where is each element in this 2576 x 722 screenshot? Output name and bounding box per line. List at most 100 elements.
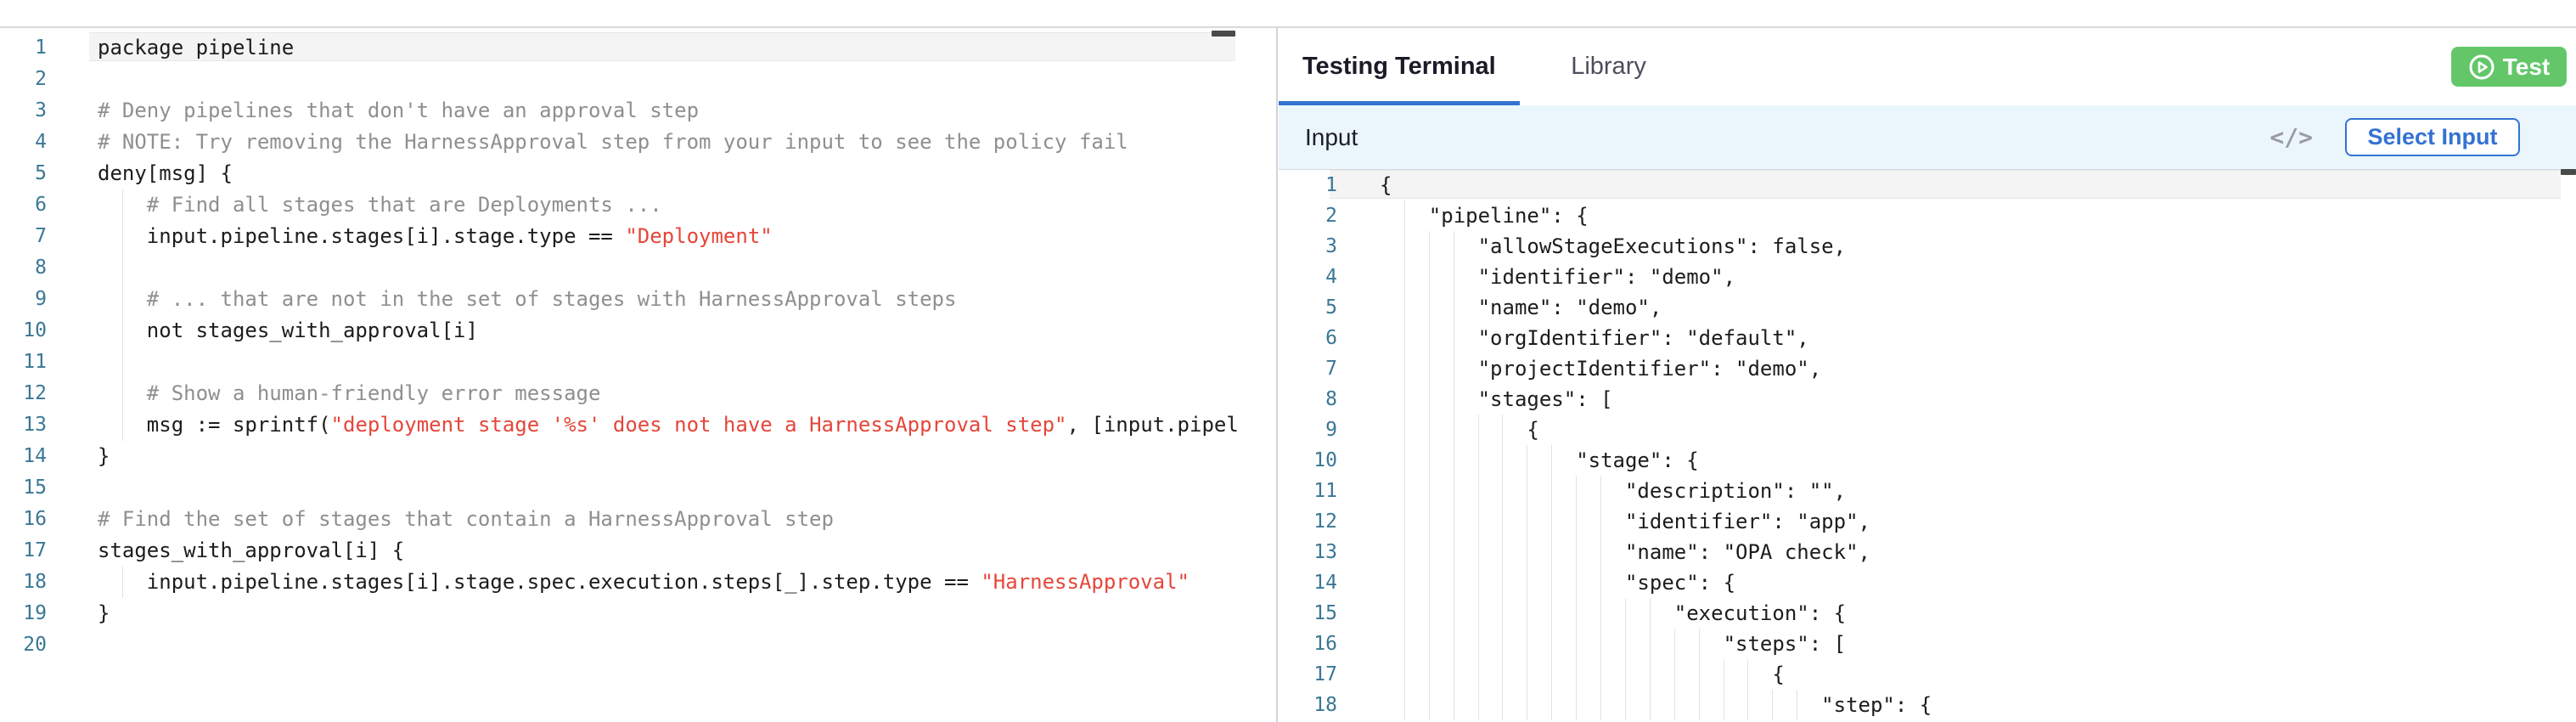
line-number: 14 (1291, 567, 1337, 598)
code-line: 1{ (1279, 170, 2576, 200)
code-text: "execution": { (1380, 598, 1846, 629)
indent-guide (1699, 629, 1700, 659)
line-number: 4 (0, 127, 47, 158)
indent-guide (1404, 415, 1405, 445)
code-text: "name": "OPA check", (1380, 537, 1870, 567)
indent-guide (122, 252, 123, 284)
policy-code-editor[interactable]: 1package pipeline23# Deny pipelines that… (0, 30, 1275, 722)
indent-guide (1699, 690, 1700, 720)
indent-guide (1600, 537, 1601, 567)
code-line: 3 "allowStageExecutions": false, (1279, 231, 2576, 262)
indent-guide (1551, 598, 1552, 629)
code-line: 11 "description": "", (1279, 476, 2576, 506)
indent-guide (1478, 629, 1479, 659)
code-line: 4 "identifier": "demo", (1279, 262, 2576, 292)
code-token: "description": "", (1380, 479, 1846, 503)
indent-guide (1625, 690, 1626, 720)
indent-guide (1502, 476, 1503, 506)
code-text: # NOTE: Try removing the HarnessApproval… (98, 127, 1128, 158)
indent-guide (1551, 537, 1552, 567)
code-text: msg := sprintf("deployment stage '%s' do… (98, 409, 1239, 441)
input-json-editor[interactable]: 1{2 "pipeline": {3 "allowStageExecutions… (1279, 170, 2576, 722)
code-text: "description": "", (1380, 476, 1846, 506)
code-line: 12 "identifier": "app", (1279, 506, 2576, 537)
indent-guide (1404, 353, 1405, 384)
line-number: 15 (0, 472, 47, 504)
line-number: 12 (0, 378, 47, 409)
indent-guide (1404, 292, 1405, 323)
indent-guide (1429, 231, 1430, 262)
indent-guide (1502, 690, 1503, 720)
code-text: "spec": { (1380, 567, 1735, 598)
code-token: "projectIdentifier": "demo", (1380, 357, 1821, 381)
select-input-button[interactable]: Select Input (2345, 118, 2520, 156)
code-token: "identifier": "demo", (1380, 265, 1735, 289)
code-line: 19} (0, 598, 1275, 629)
indent-guide (1404, 598, 1405, 629)
code-line: 16# Find the set of stages that contain … (0, 504, 1275, 535)
line-number: 5 (0, 158, 47, 189)
indent-guide (1478, 415, 1479, 445)
code-text: { (1380, 415, 1539, 445)
code-token: "stage": { (1380, 448, 1699, 472)
code-line: 13 "name": "OPA check", (1279, 537, 2576, 567)
code-line: 16 "steps": [ (1279, 629, 2576, 659)
comment-text: # Find the set of stages that contain a … (98, 507, 834, 531)
indent-guide (1576, 598, 1577, 629)
code-text: } (98, 441, 110, 472)
line-number: 1 (0, 32, 47, 64)
code-text: input.pipeline.stages[i].stage.spec.exec… (98, 567, 1190, 598)
line-number: 5 (1291, 292, 1337, 323)
line-number: 15 (1291, 598, 1337, 629)
code-text: "stages": [ (1380, 384, 1613, 415)
collapse-input-icon[interactable] (2561, 169, 2576, 175)
indent-guide (1576, 659, 1577, 690)
panel-divider[interactable] (1276, 28, 1278, 722)
code-view-icon[interactable]: </> (2269, 123, 2313, 151)
indent-guide (1429, 353, 1430, 384)
indent-guide (1478, 476, 1479, 506)
code-token: "step": { (1380, 693, 1932, 717)
tab-testing-terminal[interactable]: Testing Terminal (1279, 30, 1520, 105)
code-line: 10 not stages_with_approval[i] (0, 315, 1275, 347)
collapse-panel-icon[interactable] (1212, 31, 1235, 37)
indent-guide (1429, 598, 1430, 629)
indent-guide (1404, 323, 1405, 353)
indent-guide (1600, 506, 1601, 537)
tab-library[interactable]: Library (1547, 30, 1670, 105)
test-button[interactable]: Test (2451, 47, 2567, 87)
indent-guide (1429, 323, 1430, 353)
indent-guide (1404, 537, 1405, 567)
line-number: 10 (0, 315, 47, 347)
code-text: { (1380, 659, 1785, 690)
tabbar: Testing Terminal Library Test (1279, 30, 2576, 105)
indent-guide (1429, 567, 1430, 598)
line-number: 3 (0, 95, 47, 127)
code-text: { (1380, 170, 1392, 200)
indent-guide (1404, 567, 1405, 598)
indent-guide (1551, 629, 1552, 659)
code-token: } (98, 601, 110, 625)
indent-guide (1404, 659, 1405, 690)
code-token: input.pipeline.stages[i].stage.spec.exec… (98, 570, 981, 594)
line-number: 16 (1291, 629, 1337, 659)
indent-guide (1674, 659, 1675, 690)
code-line: 5deny[msg] { (0, 158, 1275, 189)
code-token: "steps": [ (1380, 632, 1846, 656)
indent-guide (1429, 476, 1430, 506)
line-number: 18 (1291, 690, 1337, 720)
line-number: 8 (1291, 384, 1337, 415)
code-token: "spec": { (1380, 571, 1735, 595)
comment-text: # ... that are not in the set of stages … (147, 287, 957, 311)
code-text: "name": "demo", (1380, 292, 1662, 323)
indent-guide (1551, 659, 1552, 690)
test-button-label: Test (2503, 54, 2551, 81)
indent-guide (1429, 506, 1430, 537)
code-line: 4 # NOTE: Try removing the HarnessApprova… (0, 127, 1275, 158)
indent-guide (1429, 690, 1430, 720)
indent-guide (1404, 262, 1405, 292)
code-line: 15 (0, 472, 1275, 504)
indent-guide (1502, 567, 1503, 598)
indent-guide (1576, 506, 1577, 537)
